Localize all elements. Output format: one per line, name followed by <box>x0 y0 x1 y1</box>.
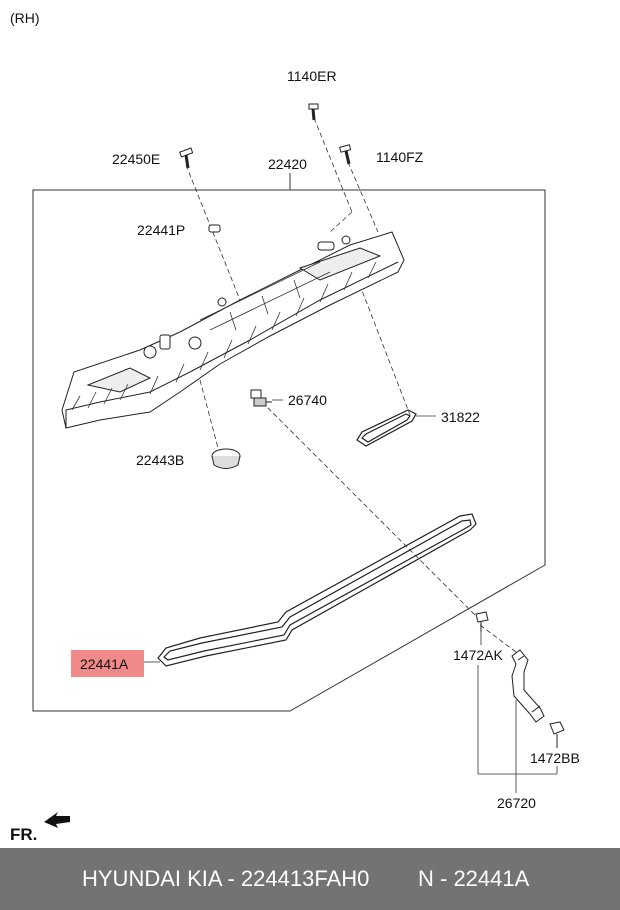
callout-26720[interactable]: 26720 <box>497 795 536 811</box>
callout-31822[interactable]: 31822 <box>441 409 480 425</box>
callout-1140er[interactable]: 1140ER <box>287 68 337 84</box>
highlighted-part-box <box>71 650 144 677</box>
callout-22441p[interactable]: 22441P <box>137 222 186 238</box>
callout-26740[interactable]: 26740 <box>288 392 327 408</box>
callout-bracket-26720 <box>477 665 558 793</box>
callout-22420[interactable]: 22420 <box>268 156 307 172</box>
callout-1140fz[interactable]: 1140FZ <box>376 149 424 165</box>
grommet-22443b-icon <box>211 448 241 469</box>
bolt-22450e-icon <box>179 147 194 169</box>
gasket-22441a-icon <box>157 513 477 667</box>
gasket-31822-icon <box>356 409 417 447</box>
front-label: FR. <box>10 825 38 844</box>
clip-1472bb-icon <box>549 721 565 748</box>
side-label: (RH) <box>10 10 40 26</box>
footer-brand-part-number: HYUNDAI KIA - 224413FAH0 <box>82 866 370 891</box>
footer-part-reference: N - 22441A <box>418 866 530 891</box>
plug-22441p-icon <box>208 224 221 233</box>
valve-cover-22420-icon <box>61 231 405 429</box>
clip-1472ak-icon <box>475 611 489 632</box>
bolt-1140er-icon <box>308 103 319 121</box>
callout-1472bb[interactable]: 1472BB <box>530 750 580 766</box>
callout-22441a[interactable]: 22441A <box>80 656 129 672</box>
bolt-1140fz-icon <box>339 144 352 165</box>
exploded-parts-diagram <box>32 103 565 828</box>
sensor-26740-icon <box>250 389 272 407</box>
hose-26720-icon <box>511 649 545 723</box>
callout-22450e[interactable]: 22450E <box>112 151 161 167</box>
callout-22443b[interactable]: 22443B <box>136 452 185 468</box>
front-arrow-icon <box>44 812 70 828</box>
assembly-boundary-frame <box>32 189 546 712</box>
callout-1472ak[interactable]: 1472AK <box>453 647 503 663</box>
footer-bar: HYUNDAI KIA - 224413FAH0 N - 22441A <box>0 848 620 910</box>
